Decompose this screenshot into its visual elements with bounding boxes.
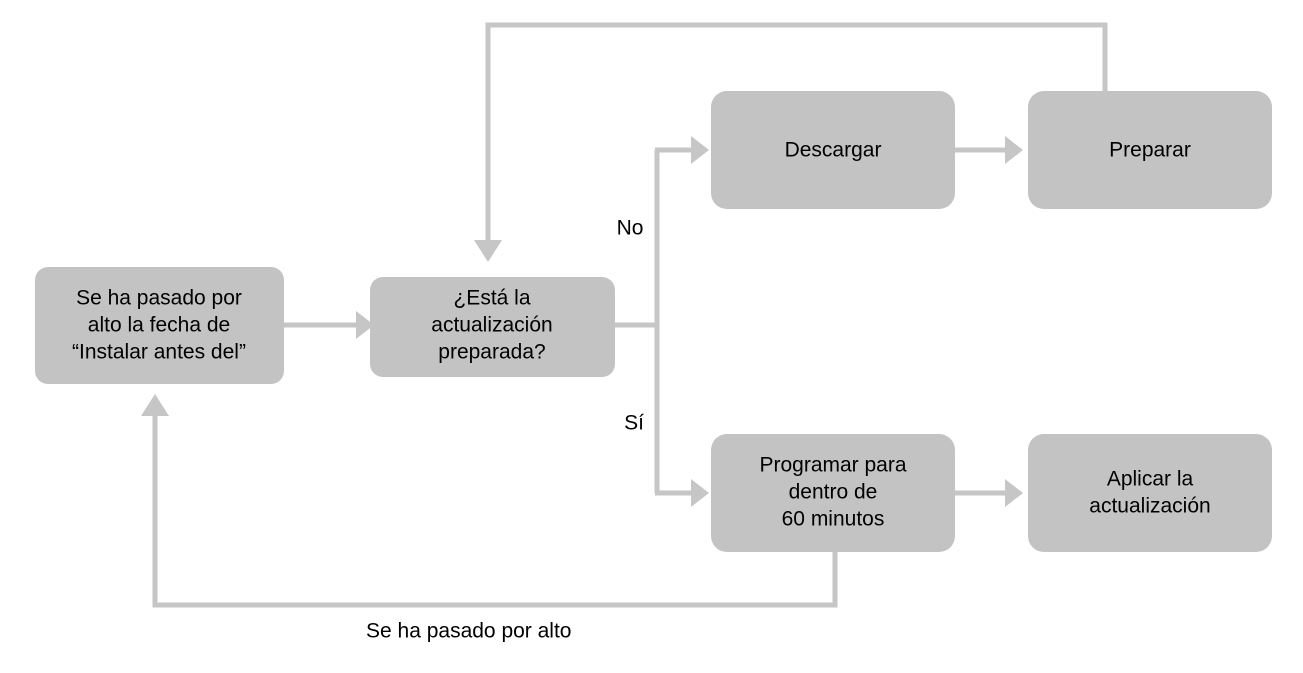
node-update-prepared-question-shape[interactable] xyxy=(370,277,615,377)
node-schedule-60-minutes-line-2: dentro de xyxy=(789,481,878,504)
edge-label-yes: Sí xyxy=(624,412,644,435)
edge-no-to-download xyxy=(655,136,709,164)
node-download-shape[interactable] xyxy=(711,91,955,209)
node-skipped-install-by[interactable]: Se ha pasado por alto la fecha de “Insta… xyxy=(35,267,284,384)
node-schedule-60-minutes-line-1: Programar para xyxy=(759,454,906,477)
edge-label-no: No xyxy=(617,217,644,240)
node-skipped-install-by-line-1: Se ha pasado por xyxy=(76,287,242,310)
node-apply-update-line-1: Aplicar la xyxy=(1107,468,1194,491)
node-skipped-install-by-line-2: alto la fecha de xyxy=(88,314,230,337)
node-apply-update-line-2: actualización xyxy=(1089,495,1210,518)
caption-skipped: Se ha pasado por alto xyxy=(366,620,572,643)
edge-schedule-loop-back xyxy=(141,394,838,608)
edge-prepare-loop-back xyxy=(474,22,1108,262)
node-schedule-60-minutes-line-3: 60 minutos xyxy=(782,508,885,531)
edge-schedule-to-apply xyxy=(955,479,1023,507)
node-apply-update-shape[interactable] xyxy=(1028,434,1272,552)
edge-yes-to-schedule xyxy=(655,479,709,507)
node-prepare-label: Preparar xyxy=(1109,139,1191,162)
edge-skipped-to-question xyxy=(284,311,374,339)
node-update-prepared-question-line-3: preparada? xyxy=(438,341,545,364)
node-update-prepared-question-line-2: actualización xyxy=(431,314,552,337)
node-update-prepared-question[interactable]: ¿Está la actualización preparada? xyxy=(370,277,615,377)
node-update-prepared-question-line-1: ¿Está la xyxy=(453,287,530,310)
node-skipped-install-by-line-3: “Instalar antes del” xyxy=(72,341,246,364)
edge-download-to-prepare xyxy=(955,136,1023,164)
node-prepare-shape[interactable] xyxy=(1028,91,1272,209)
node-download-label: Descargar xyxy=(785,139,882,162)
node-download[interactable]: Descargar xyxy=(711,91,955,209)
node-schedule-60-minutes[interactable]: Programar para dentro de 60 minutos xyxy=(711,434,955,552)
node-schedule-60-minutes-shape[interactable] xyxy=(711,434,955,552)
node-prepare[interactable]: Preparar xyxy=(1028,91,1272,209)
node-skipped-install-by-shape[interactable] xyxy=(35,267,284,384)
node-apply-update[interactable]: Aplicar la actualización xyxy=(1028,434,1272,552)
